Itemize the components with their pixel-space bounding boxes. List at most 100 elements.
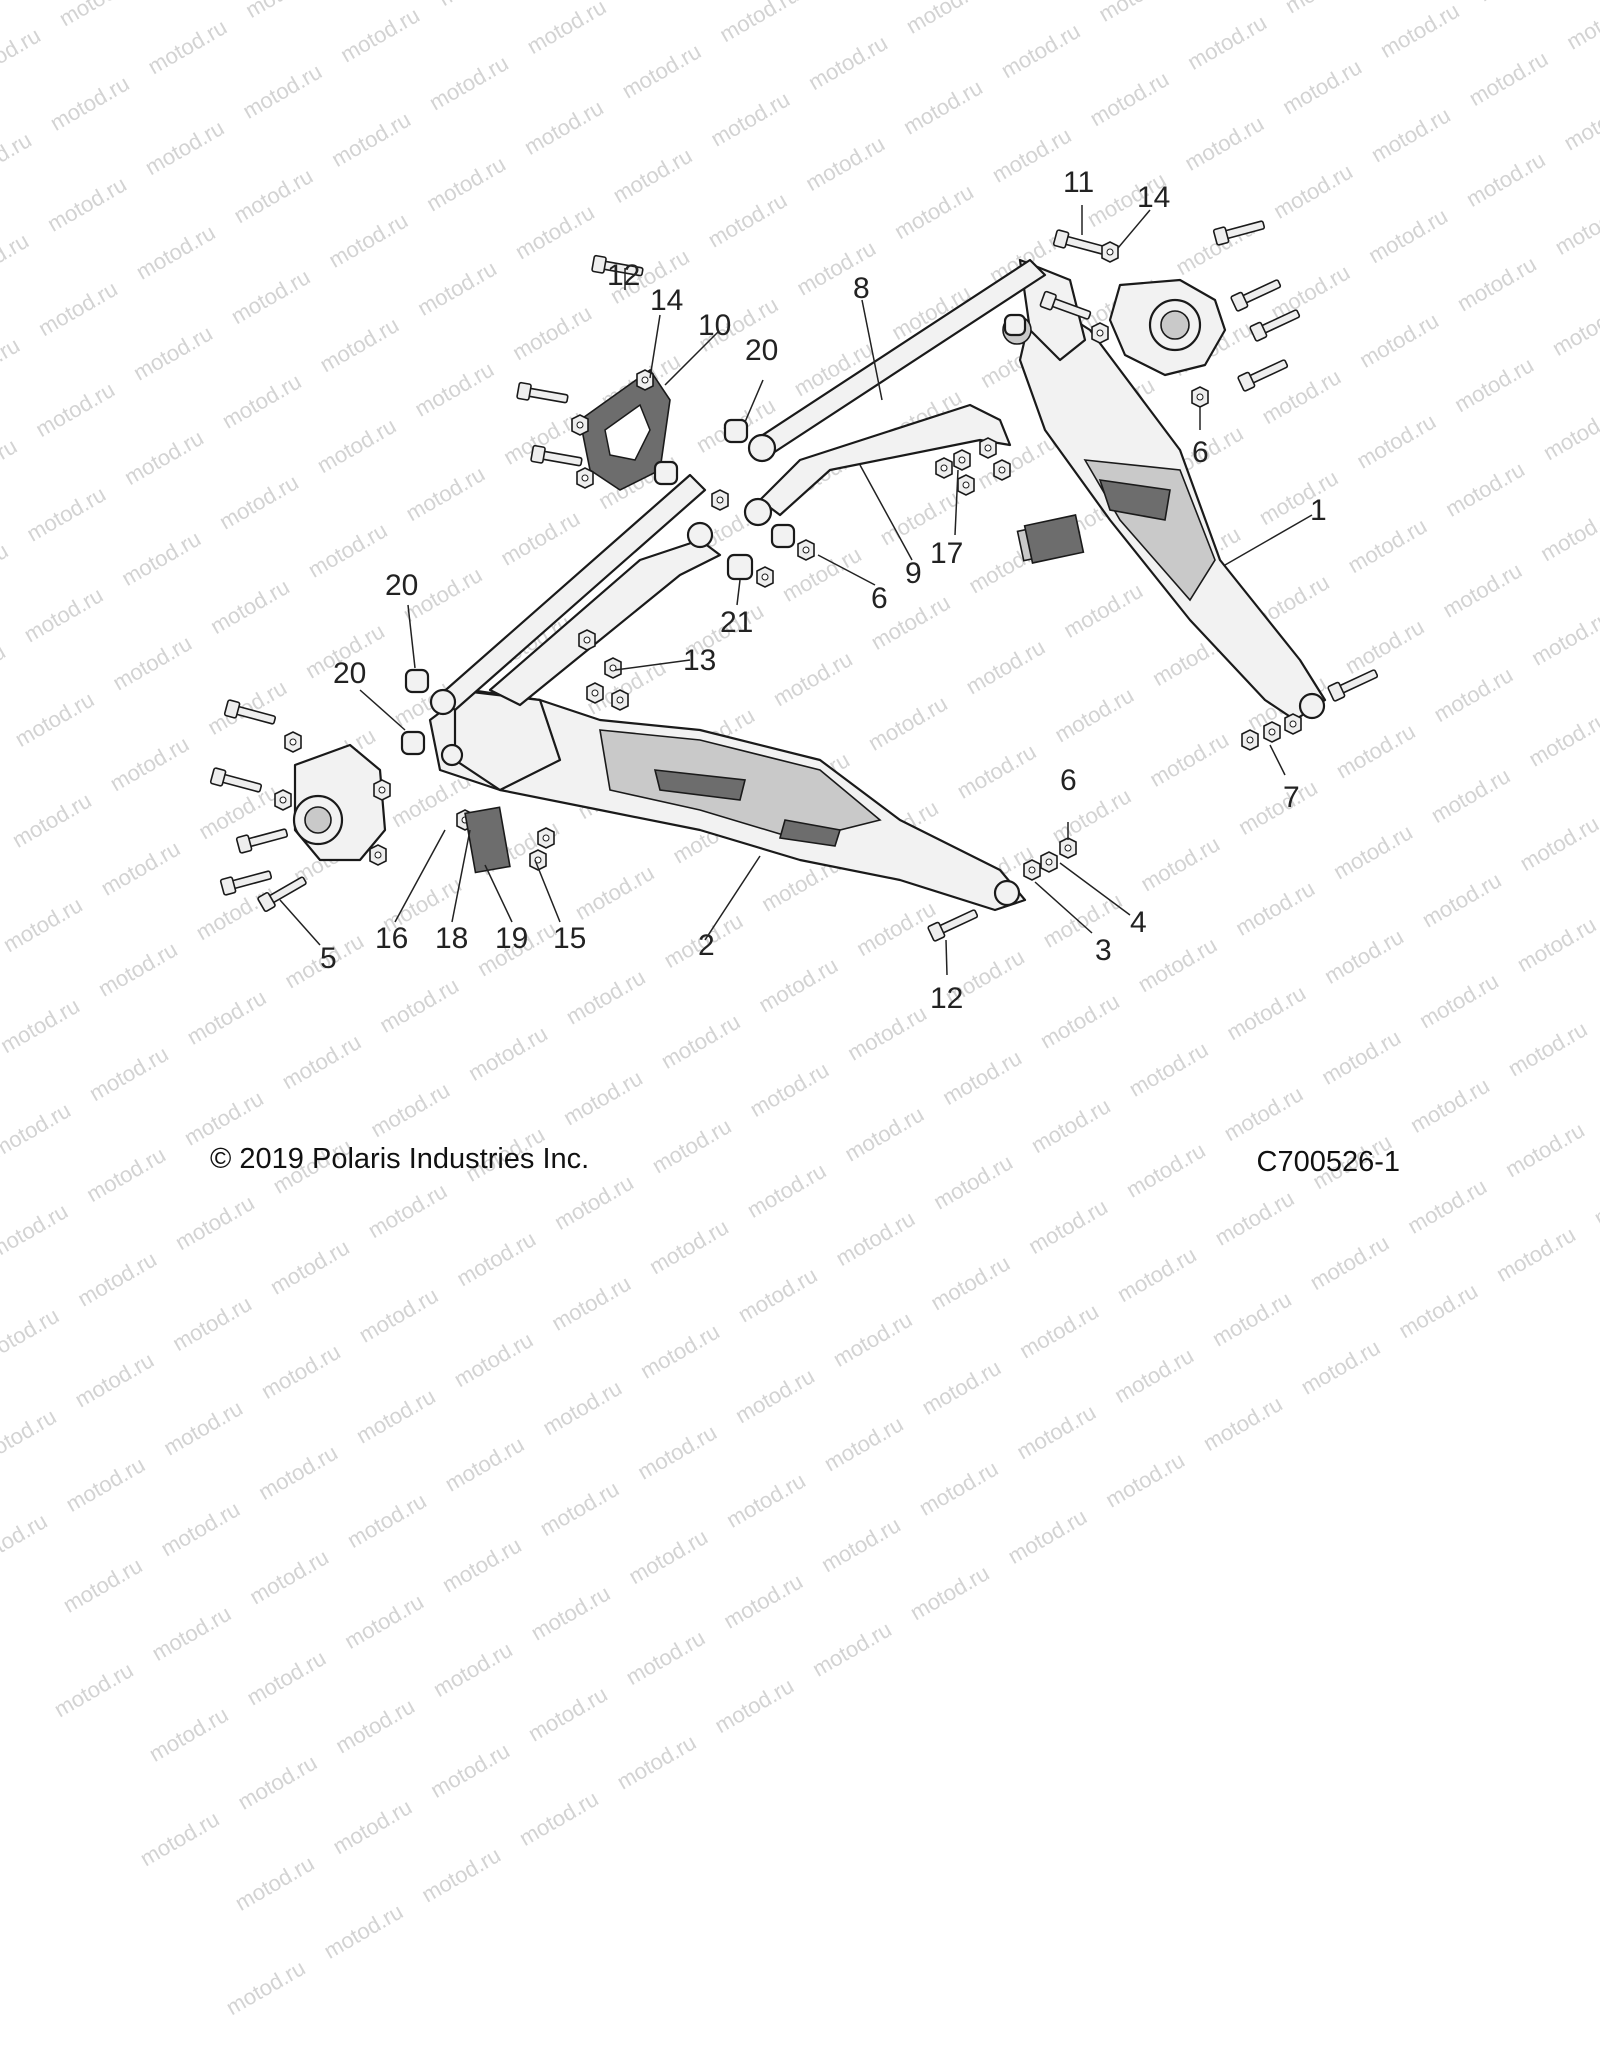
watermark-text: motod.ru	[135, 1806, 224, 1872]
callout: 11	[1063, 166, 1094, 199]
watermark-text: motod.ru	[1196, 1491, 1284, 1557]
callout: 8	[853, 272, 870, 305]
control-arms-right	[743, 258, 1047, 527]
watermark-text: motod.ru	[831, 1205, 920, 1271]
watermark-text: motod.ru	[0, 1508, 52, 1574]
watermark-text: motod.ru	[612, 1729, 701, 1795]
watermark-text: motod.ru	[428, 1636, 517, 1702]
watermark-text: motod.ru	[914, 1455, 1003, 1521]
watermark-text: motod.ru	[58, 1552, 147, 1618]
watermark-text: motod.ru	[1293, 1435, 1382, 1501]
callout: 1	[1310, 494, 1327, 527]
watermark-text: motod.ru	[354, 1282, 443, 1348]
watermark-text: motod.ru	[719, 1568, 807, 1634]
watermark-text: motod.ru	[351, 1383, 440, 1449]
watermark-text: motod.ru	[808, 1616, 896, 1682]
bushings	[400, 313, 1027, 756]
watermark-text: motod.ru	[254, 1439, 342, 1505]
watermark-text: motod.ru	[156, 1496, 245, 1562]
watermark-text: motod.ru	[917, 1354, 1006, 1420]
watermark-text: motod.ru	[514, 1785, 603, 1851]
control-arms-left	[429, 473, 722, 716]
watermark-text: motod.ru	[633, 1419, 721, 1485]
leader-lines	[279, 205, 1313, 976]
watermark-text: motod.ru	[547, 1270, 635, 1336]
watermark-text: motod.ru	[414, 1943, 503, 2009]
callout: 17	[930, 537, 963, 570]
suspension-diagram: 1 2 3 4 5 6 6 6 7 8 9 10 11 12 12 13 14 …	[209, 166, 1381, 1015]
watermark-text: motod.ru	[1024, 1193, 1112, 1259]
callout: 18	[435, 922, 468, 955]
callout: 4	[1130, 906, 1147, 939]
watermark-text: motod.ru	[342, 1487, 431, 1553]
watermark-text: motod.ru	[828, 1306, 917, 1372]
watermark-text: motod.ru	[316, 1999, 405, 2065]
watermark-text: motod.ru	[535, 1475, 624, 1542]
hub-left	[292, 743, 387, 862]
watermark-text: motod.ru	[731, 1363, 819, 1429]
watermark-text: motod.ru	[1391, 1378, 1480, 1445]
callout: 13	[683, 644, 716, 677]
watermark-text: motod.ru	[636, 1318, 724, 1384]
watermark-text: motod.ru	[1296, 1334, 1385, 1400]
callout: 20	[745, 334, 778, 367]
hub-right	[1108, 278, 1227, 377]
watermark-text: motod.ru	[0, 1198, 73, 1264]
watermark-text: motod.ru	[70, 1347, 159, 1413]
bracket-10	[579, 368, 671, 491]
callout: 3	[1095, 934, 1112, 967]
callout: 7	[1283, 781, 1300, 814]
callouts: 1 2 3 4 5 6 6 6 7 8 9 10 11 12 12 13 14 …	[320, 166, 1327, 1015]
watermark-text: motod.ru	[144, 1701, 233, 1767]
watermark-text: motod.ru	[805, 1717, 893, 1783]
watermark-text: motod.ru	[265, 1234, 354, 1300]
watermark-text: motod.ru	[426, 1737, 514, 1803]
callout: 10	[698, 309, 731, 342]
watermark-text: motod.ru	[1098, 1548, 1187, 1614]
callout: 6	[1060, 764, 1077, 797]
callout: 19	[495, 922, 528, 955]
watermark-text: motod.ru	[440, 1431, 529, 1497]
watermark-text: motod.ru	[1015, 1298, 1103, 1364]
watermark-text: motod.ru	[452, 1226, 541, 1292]
watermark-text: motod.ru	[168, 1290, 256, 1356]
watermark-text: motod.ru	[1012, 1399, 1101, 1465]
watermark-text: motod.ru	[733, 1262, 822, 1328]
watermark-text: motod.ru	[319, 1898, 408, 1964]
callout: 16	[375, 922, 408, 955]
watermark-text: motod.ru	[1394, 1278, 1483, 1344]
callout: 14	[650, 284, 683, 317]
callout: 5	[320, 942, 337, 975]
callout: 14	[1137, 181, 1170, 214]
watermark-text: motod.ru	[926, 1250, 1015, 1316]
watermark-text: motod.ru	[609, 1830, 698, 1896]
watermark-text: motod.ru	[1489, 1322, 1577, 1388]
callout: 6	[871, 582, 888, 615]
watermark-text: motod.ru	[1207, 1286, 1296, 1352]
watermark-text: motod.ru	[1112, 1241, 1201, 1308]
watermark-text: motod.ru	[61, 1451, 150, 1517]
watermark-text: motod.ru	[437, 1532, 526, 1598]
watermark-text: motod.ru	[1492, 1221, 1580, 1287]
watermark-text: motod.ru	[707, 1773, 796, 1839]
watermark-text: motod.ru	[1101, 1447, 1189, 1513]
watermark-text: motod.ru	[1110, 1342, 1198, 1408]
watermark-text: motod.ru	[256, 1338, 345, 1405]
callout: 6	[1192, 436, 1209, 469]
callout: 20	[333, 657, 366, 690]
watermark-text: motod.ru	[417, 1842, 505, 1908]
watermark-text: motod.ru	[1000, 1604, 1089, 1670]
watermark-text: motod.ru	[817, 1512, 905, 1578]
callout: 21	[720, 606, 753, 639]
callout: 9	[905, 557, 922, 590]
watermark-text: motod.ru	[624, 1524, 713, 1590]
watermark-text: motod.ru	[221, 1955, 310, 2021]
trailing-arm-left	[428, 688, 1027, 912]
callout: 2	[698, 929, 715, 962]
callout: 20	[385, 569, 418, 602]
watermark-text: motod.ru	[1305, 1230, 1394, 1296]
watermark-text: motod.ru	[73, 1246, 161, 1312]
watermark-text: motod.ru	[526, 1580, 615, 1646]
watermark-text: motod.ru	[512, 1886, 600, 1952]
watermark-text: motod.ru	[340, 1588, 428, 1654]
